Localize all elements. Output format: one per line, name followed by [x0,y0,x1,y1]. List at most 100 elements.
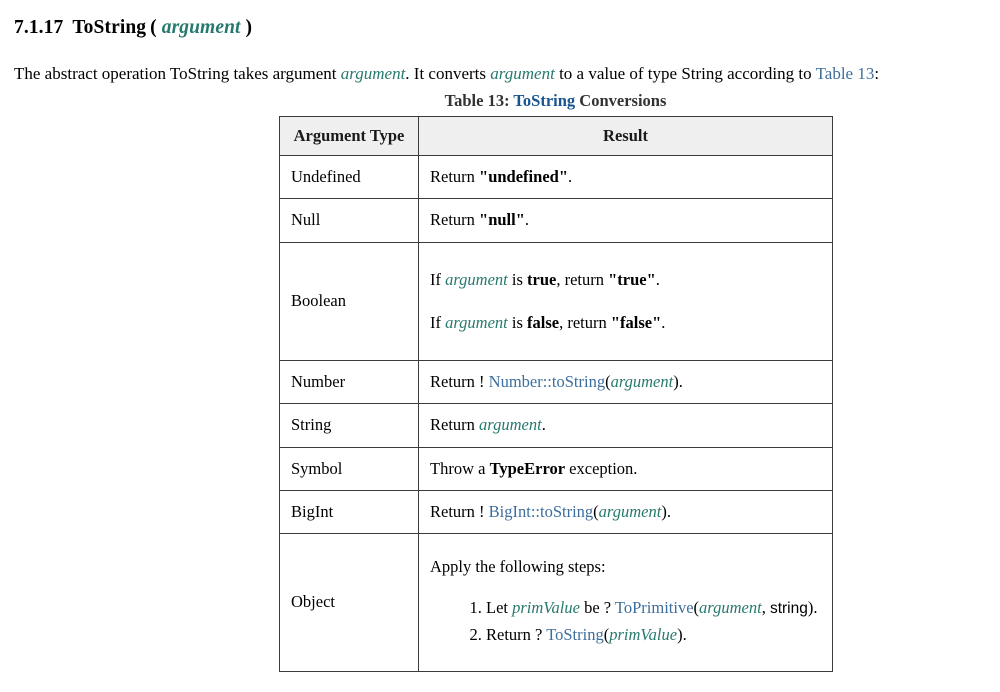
clause-title: ToString [72,17,147,39]
paren-close: ) [673,372,679,392]
cell-result-bigint: Return ! BigInt::toString(argument). [418,489,833,535]
algorithm-step-2: Return ? ToString(primValue). [486,623,822,647]
intro-text-4: : [874,64,880,83]
clause-number: 7.1.17 [14,17,64,39]
period: . [813,598,818,618]
column-header-argument-type: Argument Type [279,116,419,156]
result-line: Throw a TypeError exception. [430,458,822,480]
cell-type-number: Number [279,360,419,405]
toprimitive-link[interactable]: ToPrimitive [614,598,694,618]
table-row: Null Return "null". [279,198,833,243]
table-header-row: Argument Type Result [279,116,833,156]
paren-close: ) [807,598,814,618]
boolean-literal-true: true [527,269,557,289]
variable-argument: argument [445,312,508,332]
table-caption-suffix: Conversions [575,91,667,110]
throw-keyword: Throw a [430,458,490,478]
if-keyword: If [430,312,446,332]
table-row: Symbol Throw a TypeError exception. [279,446,833,491]
table-row: Undefined Return "undefined". [279,154,833,200]
return-keyword: Return [430,210,480,230]
paren-close: ) [677,624,683,644]
return-keyword: , return [556,269,609,289]
intro-text-3: to a value of type String according to [554,64,816,83]
period: . [678,372,683,392]
result-line: Return ! Number::toString(argument). [430,371,822,393]
algorithm-step-1: Let primValue be ? ToPrimitive(argument,… [486,596,822,620]
is-keyword: is [507,312,528,332]
intro-paragraph: The abstract operation ToString takes ar… [14,63,879,86]
period: . [661,312,666,332]
cell-result-string: Return argument. [418,403,833,448]
comma: , [761,598,770,618]
if-keyword: If [430,269,446,289]
result-line: Return "undefined". [430,166,822,188]
exception-text: exception. [565,458,638,478]
period: . [655,269,660,289]
tostring-link[interactable]: ToString [546,624,604,644]
cell-result-symbol: Throw a TypeError exception. [418,446,833,491]
result-line: Return argument. [430,414,822,436]
cell-result-object: Apply the following steps: Let primValue… [418,533,833,672]
return-keyword: Return [430,415,480,435]
clause-paren-open: ( [150,17,157,39]
paren-open: ( [593,501,599,521]
algorithm-steps-list: Let primValue be ? ToPrimitive(argument,… [430,596,822,646]
be-keyword: be ? [579,598,615,618]
intro-text-1: The abstract operation ToString takes ar… [14,64,341,83]
string-literal-undefined: "undefined" [479,167,568,186]
table-row: String Return argument. [279,403,833,448]
number-tostring-link[interactable]: Number::toString [488,372,606,392]
return-keyword: Return [430,167,480,186]
table-13-link[interactable]: Table 13 [815,64,875,83]
intro-variable-argument-2: argument [490,64,555,83]
paren-open: ( [603,624,610,644]
variable-primvalue: primValue [512,598,580,618]
cell-type-string: String [279,403,419,448]
variable-argument: argument [598,501,662,521]
intro-text-2: . It converts [405,64,491,83]
cell-type-boolean: Boolean [279,241,419,362]
period: . [567,167,573,186]
return-keyword: , return [559,312,611,332]
string-literal-false: "false" [610,312,662,332]
period: . [524,210,530,230]
cell-result-undefined: Return "undefined". [418,154,833,200]
table-caption-prefix: Table 13: [444,91,514,110]
variable-argument: argument [445,269,508,289]
return-keyword: Return ? [486,624,547,644]
boolean-literal-false: false [527,312,560,332]
let-keyword: Let [486,598,513,618]
enum-value-string: string [769,600,808,618]
period: . [666,501,671,521]
cell-result-boolean: If argument is true, return "true". If a… [418,241,833,362]
period: . [682,624,687,644]
table-row: Boolean If argument is true, return "tru… [279,241,833,362]
return-keyword: Return ! [430,501,489,521]
string-literal-true: "true" [608,269,656,289]
variable-primvalue: primValue [609,624,678,644]
table-caption-tostring-link[interactable]: ToString [513,91,576,110]
result-line-true: If argument is true, return "true". [430,269,822,291]
cell-result-null: Return "null". [418,198,833,243]
result-line-false: If argument is false, return "false". [430,312,822,334]
return-keyword: Return ! [430,372,489,392]
clause-paren-close: ) [245,17,253,39]
column-header-result: Result [418,116,833,156]
typeerror-label: TypeError [489,458,566,478]
variable-argument: argument [479,415,542,435]
object-steps-lead: Apply the following steps: [430,557,606,577]
variable-argument: argument [610,372,674,392]
table-caption: Table 13: ToString Conversions [279,91,832,111]
paren-open: ( [605,372,611,392]
tostring-conversions-table: Argument Type Result Undefined Return "u… [279,116,833,672]
string-literal-null: "null" [479,210,525,230]
is-keyword: is [507,269,528,289]
paren-close: ) [661,501,667,521]
intro-variable-argument-1: argument [340,64,406,83]
table-row: Number Return ! Number::toString(argumen… [279,360,833,405]
bigint-tostring-link[interactable]: BigInt::toString [488,501,594,521]
cell-type-bigint: BigInt [279,489,419,535]
cell-type-undefined: Undefined [279,154,419,200]
